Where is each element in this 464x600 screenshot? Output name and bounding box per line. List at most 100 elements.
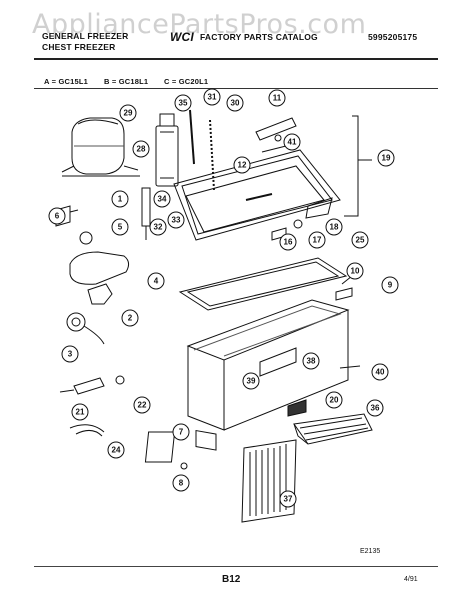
callout-circle — [149, 218, 167, 236]
callout-30: 30 — [226, 94, 244, 112]
cabinet-part — [186, 299, 350, 451]
callout-6: 6 — [48, 207, 66, 225]
callout-number: 4 — [154, 277, 159, 286]
callout-circle — [381, 276, 399, 294]
callout-24: 24 — [107, 441, 125, 459]
callout-38: 38 — [302, 352, 320, 370]
callout-number: 10 — [351, 267, 360, 276]
callout-number: 22 — [138, 401, 147, 410]
callout-number: 36 — [371, 404, 380, 413]
gasket-part — [178, 257, 348, 311]
header-title-line2: CHEST FREEZER — [42, 42, 116, 52]
callout-number: 3 — [68, 350, 73, 359]
callout-number: 1 — [118, 195, 123, 204]
callout-20: 20 — [325, 391, 343, 409]
callout-29: 29 — [119, 104, 137, 122]
callout-number: 5 — [118, 223, 123, 232]
callout-25: 25 — [351, 231, 369, 249]
callout-circle — [346, 262, 364, 280]
callout-10: 10 — [346, 262, 364, 280]
callout-4: 4 — [147, 272, 165, 290]
callout-circle — [48, 207, 66, 225]
callout-17: 17 — [308, 231, 326, 249]
callout-number: 30 — [231, 99, 240, 108]
lid-handle-part — [305, 197, 333, 219]
callout-number: 40 — [376, 368, 385, 377]
callout-3: 3 — [61, 345, 79, 363]
callout-circle — [279, 233, 297, 251]
callout-circle — [325, 218, 343, 236]
callout-circle — [147, 272, 165, 290]
callout-circle — [153, 190, 171, 208]
wiring-harness-part — [59, 375, 125, 395]
callout-circle — [111, 218, 129, 236]
callout-circle — [351, 231, 369, 249]
callout-number: 6 — [55, 212, 60, 221]
callout-28: 28 — [132, 140, 150, 158]
rod-part — [189, 109, 195, 165]
wire-lead-part — [69, 424, 105, 437]
power-cord-part — [66, 312, 105, 345]
callout-circle — [268, 89, 286, 107]
callout-number: 17 — [313, 236, 322, 245]
thermostat-knob-part — [159, 113, 175, 127]
callout-number: 24 — [112, 446, 121, 455]
terminal-cover-part — [79, 231, 93, 245]
callout-number: 35 — [179, 99, 188, 108]
callout-circle — [167, 211, 185, 229]
access-panel-part — [144, 431, 176, 463]
callout-circle — [71, 403, 89, 421]
callout-number: 2 — [128, 314, 133, 323]
callout-8: 8 — [172, 474, 190, 492]
footer-rule — [34, 566, 438, 567]
callout-number: 9 — [388, 281, 393, 290]
thermostat-housing-part — [155, 125, 179, 187]
callout-16: 16 — [279, 233, 297, 251]
diagram-code: E2135 — [360, 548, 381, 555]
condenser-part — [241, 439, 297, 523]
callout-number: 31 — [208, 93, 217, 102]
callout-number: 34 — [158, 195, 167, 204]
hinge-assembly-part — [255, 117, 297, 153]
callout-number: 18 — [330, 223, 339, 232]
callout-35: 35 — [174, 94, 192, 112]
callout-40: 40 — [371, 363, 389, 381]
models-rule — [34, 88, 438, 89]
callout-circle — [107, 441, 125, 459]
callout-9: 9 — [381, 276, 399, 294]
callout-circle — [366, 399, 384, 417]
callout-31: 31 — [203, 88, 221, 106]
callout-number: 37 — [284, 495, 293, 504]
callout-2: 2 — [121, 309, 139, 327]
callout-number: 32 — [154, 223, 163, 232]
callout-circle — [283, 133, 301, 151]
callout-circle — [133, 396, 151, 414]
callout-circle — [242, 372, 260, 390]
callout-circle — [325, 391, 343, 409]
catalog-title: FACTORY PARTS CATALOG — [200, 32, 318, 42]
callout-number: 11 — [273, 94, 282, 103]
callout-circle — [302, 352, 320, 370]
callout-39: 39 — [242, 372, 260, 390]
callout-circle — [371, 363, 389, 381]
callout-number: 19 — [382, 154, 391, 163]
callout-1: 1 — [111, 190, 129, 208]
lid-assembly-part — [173, 149, 341, 241]
drain-plug-part — [339, 365, 361, 369]
callout-circle — [377, 149, 395, 167]
callout-number: 20 — [330, 396, 339, 405]
callout-circle — [132, 140, 150, 158]
callout-circle — [119, 104, 137, 122]
brand-logo: WCI — [170, 30, 194, 44]
callout-19: 19 — [377, 149, 395, 167]
callout-12: 12 — [233, 156, 251, 174]
clip-part — [335, 275, 353, 301]
callout-circle — [172, 474, 190, 492]
model-a: A = GC15L1 — [44, 77, 89, 86]
callout-circle — [61, 345, 79, 363]
page-number: B12 — [222, 574, 241, 585]
callout-number: 39 — [247, 377, 256, 386]
callout-number: 8 — [179, 479, 184, 488]
callout-41: 41 — [283, 133, 301, 151]
